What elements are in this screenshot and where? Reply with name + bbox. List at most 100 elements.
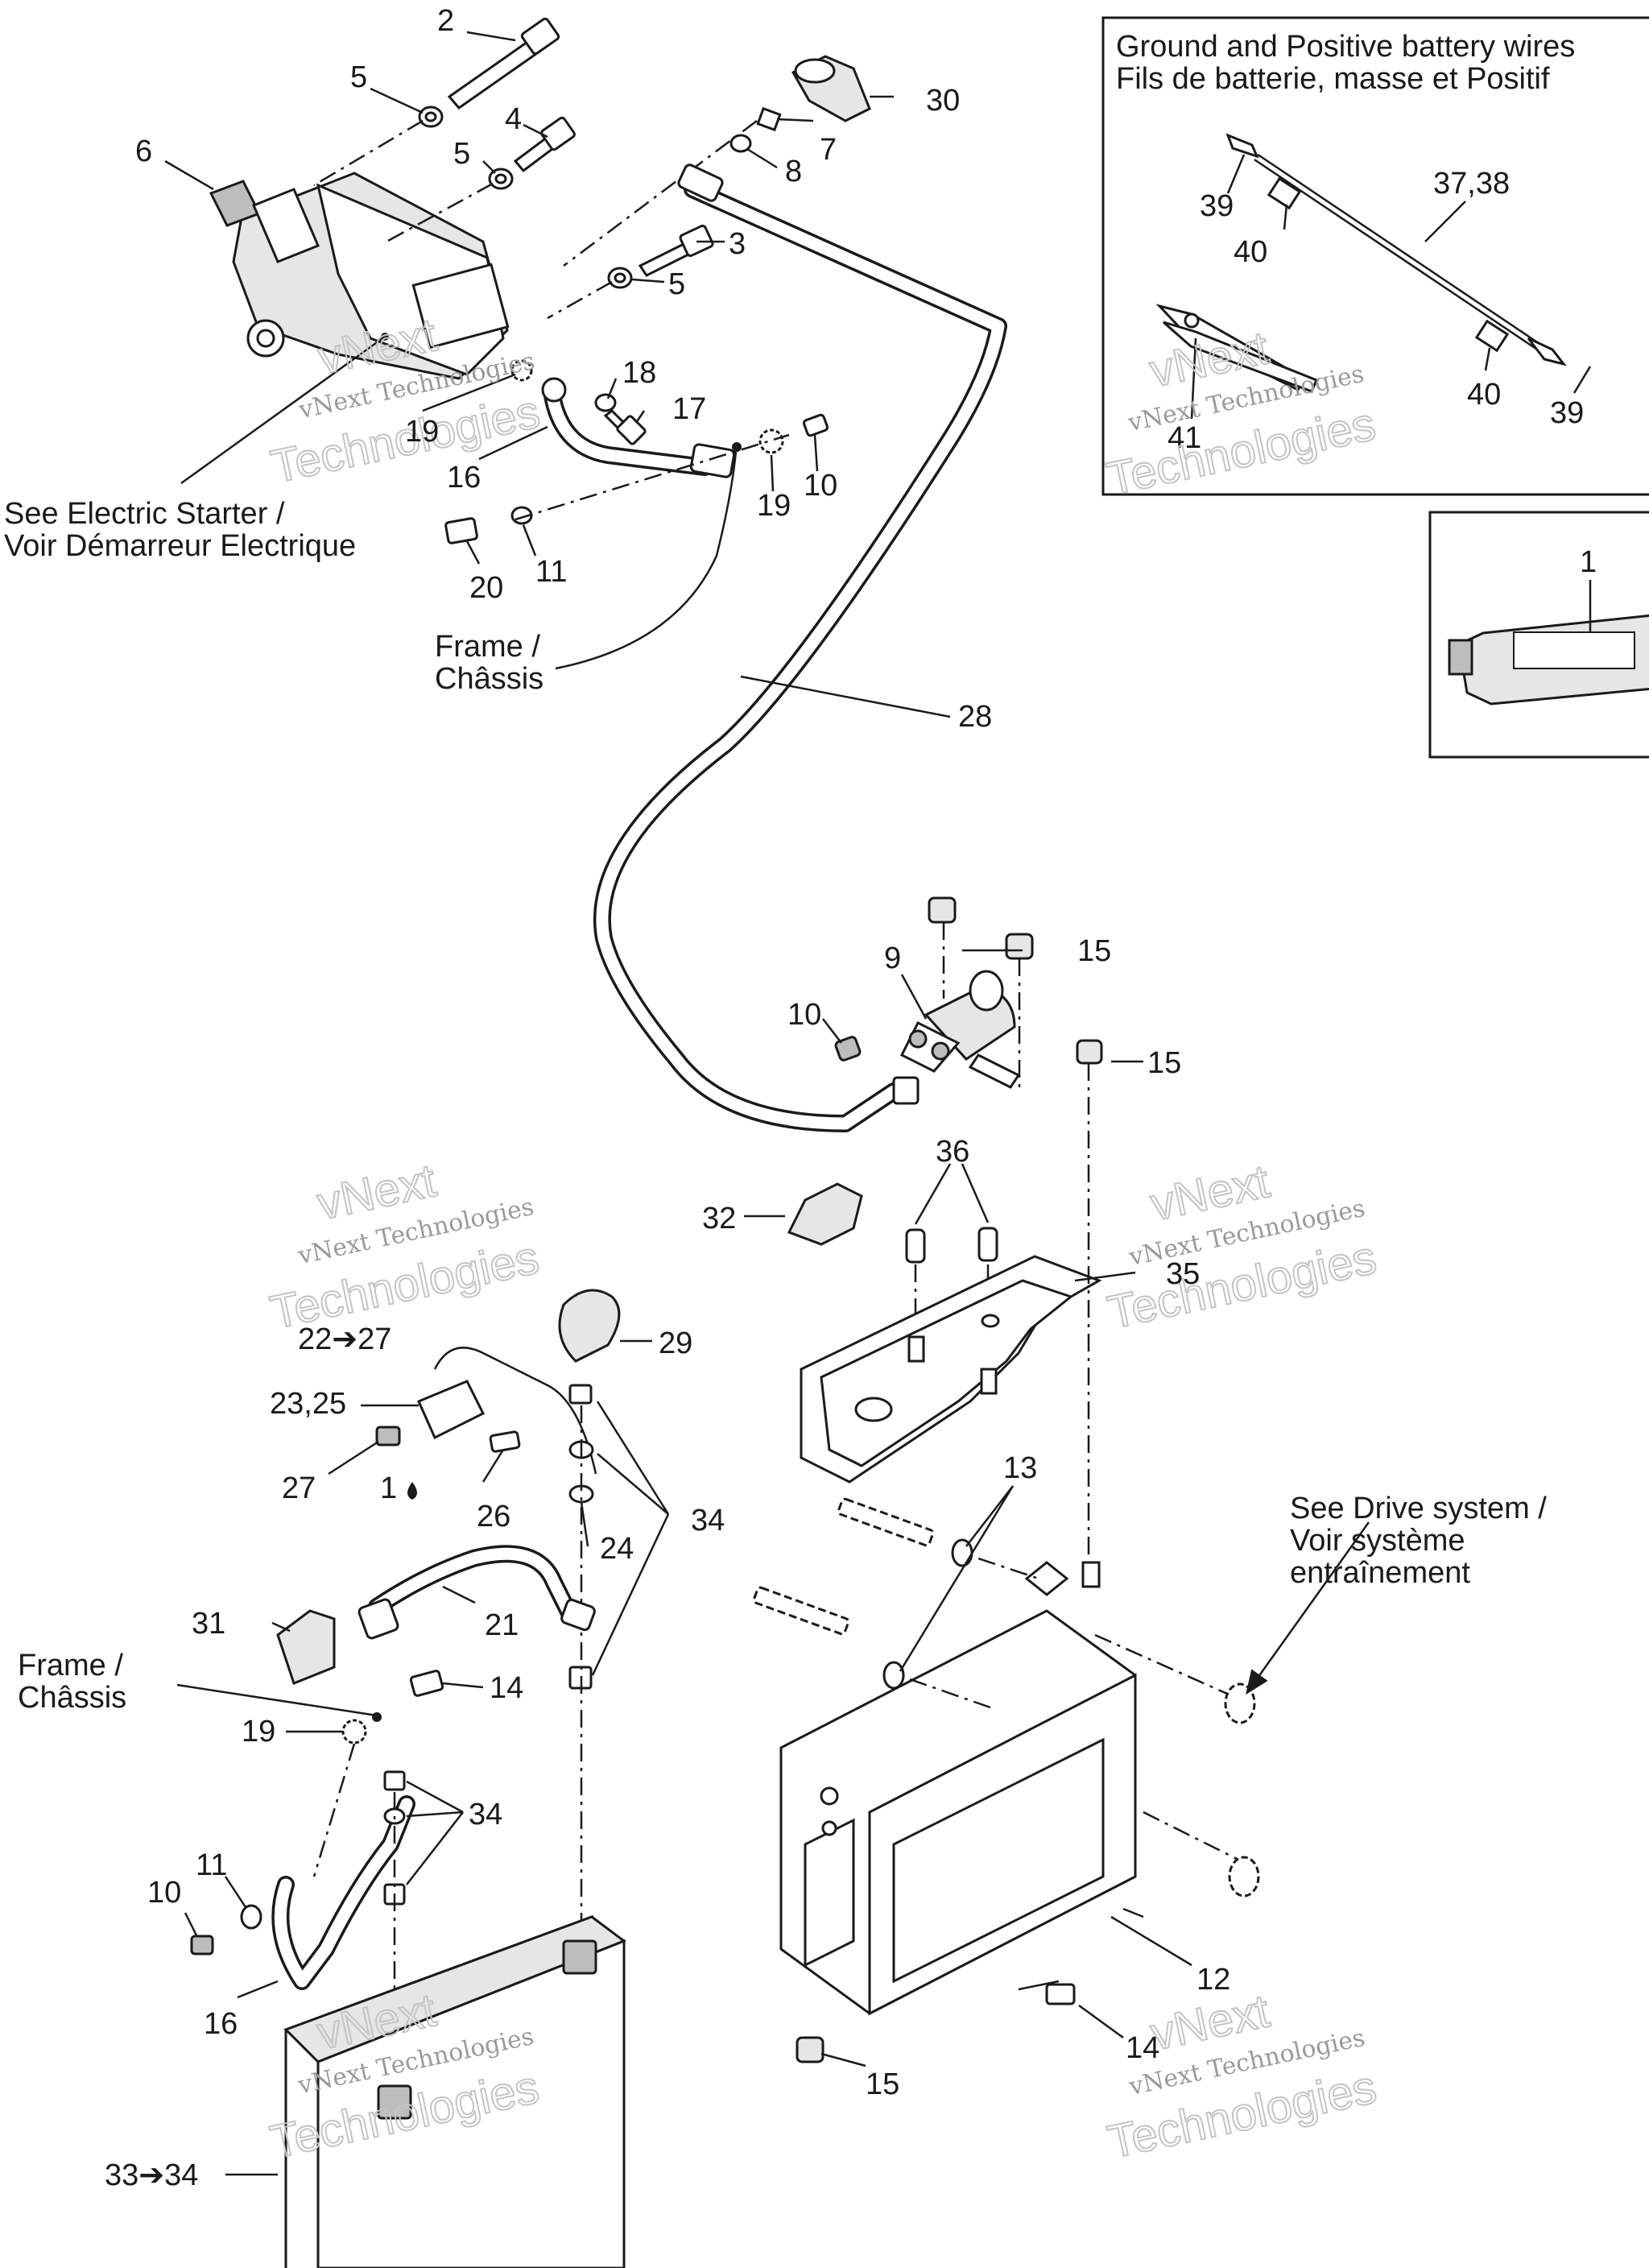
- callout-5: 5: [350, 60, 367, 94]
- bolt-14: [409, 1670, 444, 1697]
- callout-21: 21: [485, 1608, 519, 1642]
- callout-32: 32: [702, 1202, 736, 1235]
- callout-17: 17: [672, 392, 706, 426]
- callout-5: 5: [453, 137, 470, 171]
- callout-19: 19: [405, 415, 439, 449]
- callout-36: 36: [936, 1135, 969, 1169]
- nut-10: [802, 413, 829, 437]
- washer-8: [729, 134, 752, 153]
- note-frame: Frame /: [435, 630, 540, 664]
- note-drive-system: entraînement: [1290, 1556, 1470, 1590]
- inset-frame-lubricant: [1428, 511, 1649, 759]
- bolt-3: [638, 224, 714, 277]
- callout-14: 14: [1126, 2031, 1159, 2065]
- bolt-14: [1045, 1983, 1076, 2005]
- notes: See Electric Starter / Voir Démarreur El…: [4, 497, 1547, 1715]
- battery-tray-12: [779, 1561, 1137, 2016]
- bolt-20: [444, 517, 478, 544]
- star-washer-19: [510, 359, 533, 382]
- frame-ground-point: [372, 1712, 382, 1722]
- terminal-cap-29: [558, 1289, 621, 1363]
- nut-10: [190, 1935, 214, 1956]
- terminal-39-left: [1225, 133, 1259, 159]
- spacer-36: [905, 1228, 926, 1264]
- fuse-27: [375, 1426, 401, 1446]
- inset-title-1: Ground and Positive battery wires: [1116, 30, 1575, 64]
- watermark: vNext Technologies vNext Technologies: [265, 1153, 544, 1339]
- callout-6: 6: [135, 135, 152, 168]
- callout-35: 35: [1166, 1257, 1200, 1291]
- watermark: vNext Technologies vNext Technologies: [1102, 1984, 1382, 2169]
- callout-2: 2: [437, 4, 454, 38]
- callout-16: 16: [447, 461, 481, 495]
- note-electric-starter: Voir Démarreur Electrique: [4, 529, 356, 563]
- callout-33-34: 33➔34: [105, 2158, 198, 2192]
- callout-4: 4: [505, 102, 522, 136]
- callout-19: 19: [757, 489, 791, 523]
- sleeve-40-right: [1474, 319, 1510, 353]
- callout-40: 40: [1467, 378, 1501, 412]
- callout-39: 39: [1200, 189, 1234, 223]
- callouts: 2 5 4 5 6 30 7 8 3 5 18 17 19 16 19 10 2…: [105, 4, 1230, 2192]
- callout-20: 20: [469, 571, 503, 605]
- spacer-36: [977, 1227, 998, 1262]
- callout-39: 39: [1550, 396, 1584, 430]
- battery-33: [283, 1914, 627, 2268]
- washer-11: [240, 1904, 262, 1930]
- crimp-tool-41: [1155, 304, 1318, 393]
- callout-34: 34: [691, 1504, 725, 1538]
- callout-18: 18: [622, 356, 656, 390]
- star-washer-19: [758, 428, 784, 454]
- callout-11: 11: [535, 555, 567, 589]
- lubricant-drop-icon: [407, 1482, 417, 1500]
- battery-terminal: [562, 1939, 597, 1975]
- callout-12: 12: [1196, 1963, 1230, 1997]
- callout-40: 40: [1234, 235, 1267, 269]
- bolt-2: [447, 17, 560, 110]
- note-frame: Châssis: [18, 1681, 126, 1715]
- callout-1: 1: [380, 1471, 397, 1505]
- callout-37-38: 37,38: [1433, 167, 1510, 201]
- bolt-4: [513, 116, 576, 173]
- lubricant-inset: 1: [1428, 511, 1649, 759]
- terminal-boot-31: [276, 1609, 336, 1685]
- solenoid-cap: [411, 263, 510, 350]
- starter-assembly: [209, 17, 871, 544]
- callout-24: 24: [600, 1532, 634, 1566]
- callout-26: 26: [477, 1500, 510, 1533]
- callout-19: 19: [242, 1715, 275, 1749]
- callout-5: 5: [668, 267, 685, 301]
- battery-terminal: [377, 2084, 412, 2120]
- callout-10: 10: [787, 998, 821, 1032]
- callout-16: 16: [204, 2007, 238, 2041]
- bolt-17: [603, 409, 647, 445]
- callout-1: 1: [1580, 545, 1597, 579]
- hardware-stack-34: [383, 1770, 406, 1906]
- callout-23-25: 23,25: [270, 1387, 346, 1421]
- terminal-cap-32: [787, 1182, 863, 1246]
- watermark: vNext Technologies vNext Technologies: [1101, 321, 1381, 506]
- callout-28: 28: [958, 700, 992, 734]
- callout-27: 27: [282, 1471, 316, 1505]
- callout-31: 31: [192, 1607, 225, 1641]
- star-washer-19: [341, 1719, 367, 1744]
- nut-7: [756, 106, 782, 132]
- note-drive-system: See Drive system /: [1290, 1492, 1547, 1525]
- callout-13: 13: [1003, 1451, 1037, 1485]
- callout-3: 3: [729, 227, 746, 261]
- tray-bolts-13: [752, 1497, 973, 1690]
- starter-solenoid-9: [892, 970, 1021, 1105]
- wires-inset: Ground and Positive battery wires Fils d…: [1101, 16, 1649, 496]
- inset-title-2: Fils de batterie, masse et Positif: [1116, 62, 1550, 96]
- callout-10: 10: [147, 1876, 181, 1910]
- note-electric-starter: See Electric Starter /: [4, 497, 285, 531]
- solenoid-terminal: [892, 1076, 920, 1105]
- callout-9: 9: [884, 942, 901, 975]
- nut-10: [834, 1036, 862, 1062]
- callout-15: 15: [1147, 1046, 1181, 1080]
- callout-15: 15: [1077, 934, 1111, 968]
- tube-cap: [1448, 639, 1473, 676]
- fuse-cover-26: [489, 1430, 521, 1453]
- note-frame: Frame /: [18, 1649, 123, 1682]
